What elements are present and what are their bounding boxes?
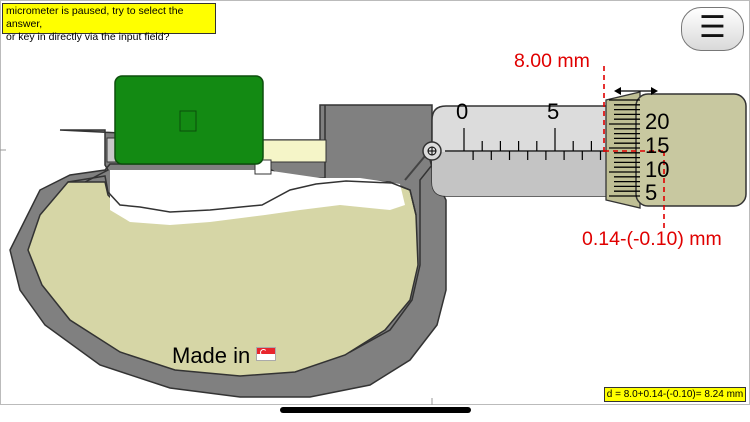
frame-made-in: Made in — [172, 343, 277, 369]
lock-block-square — [179, 110, 197, 132]
lock-block — [114, 75, 264, 165]
sleeve-label-5: 5 — [547, 99, 560, 124]
instruction-line-2: or key in directly via the input field? — [6, 31, 170, 43]
gap-arrow-right-head — [651, 87, 658, 95]
gap-arrow-left-head — [614, 87, 621, 95]
home-indicator — [280, 407, 471, 413]
sleeve-label-0: 0 — [456, 99, 469, 124]
singapore-flag-icon — [256, 347, 277, 362]
instruction-box: micrometer is paused, try to select the … — [2, 3, 216, 43]
sleeve-reading-label: 8.00 mm — [514, 50, 590, 72]
made-in-text: Made in — [172, 343, 251, 368]
answer-field[interactable]: d = 8.0+0.14-(-0.10)= 8.24 mm — [604, 387, 746, 402]
frame-inner-panel-top — [67, 175, 417, 216]
thimble-scale — [609, 99, 640, 197]
thimble-label-10: 10 — [645, 157, 670, 182]
menu-button[interactable]: ☰ — [681, 7, 744, 51]
thimble-label-15: 15 — [645, 133, 670, 158]
thimble-label-20: 20 — [645, 109, 670, 134]
instruction-line-1: micrometer is paused, try to select the … — [6, 5, 184, 30]
thimble-reading-label: 0.14-(-0.10) mm — [582, 228, 722, 250]
spindle — [261, 139, 327, 163]
thimble-label-5: 5 — [645, 180, 658, 205]
thimble-taper — [605, 91, 641, 209]
sleeve-shadow — [432, 152, 612, 196]
